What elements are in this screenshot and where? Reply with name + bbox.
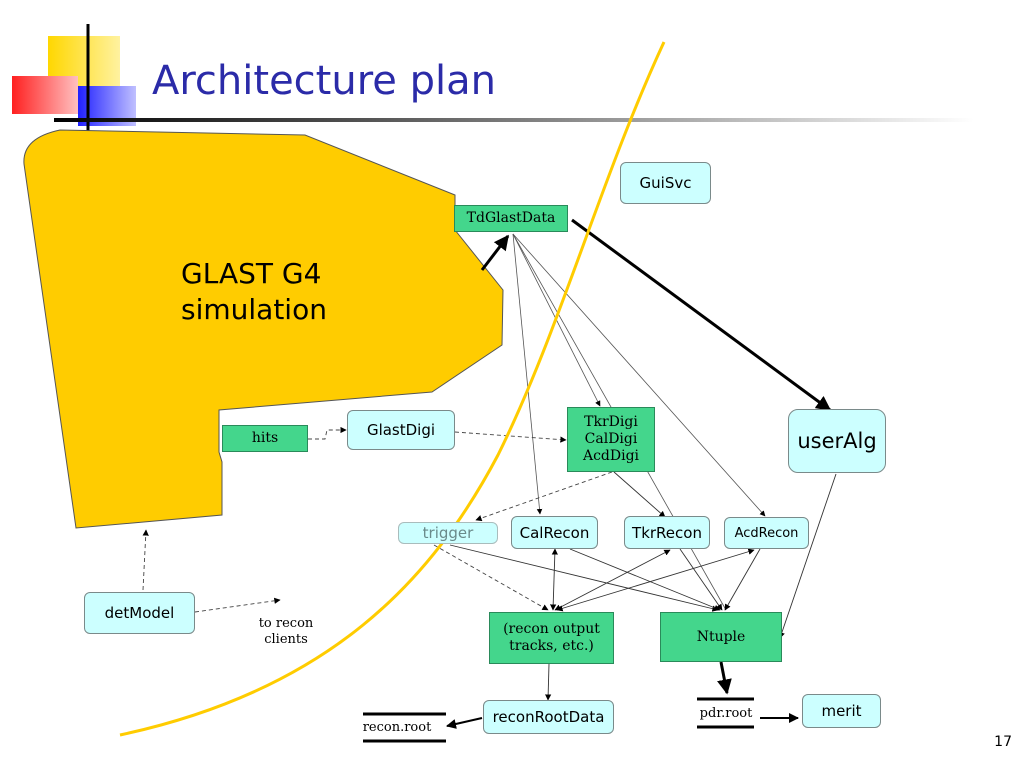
arrow-calrecon-to-ntuple xyxy=(569,548,721,611)
calrecon-box[interactable]: CalRecon xyxy=(511,516,598,549)
arrow-trigger-to-recon-output xyxy=(433,544,549,611)
title-decoration xyxy=(12,24,974,132)
arrow-tdglastdata-to-useralg xyxy=(571,218,832,412)
arrow-detmodel-to-recon-clients xyxy=(194,597,281,613)
hits-box[interactable]: hits xyxy=(222,425,308,452)
simulation-label: GLAST G4 simulation xyxy=(181,257,327,326)
arrow-useralg-to-ntuple xyxy=(778,473,837,639)
arrow-hits-to-glastdigi xyxy=(308,426,347,440)
arrow-glastdigi-to-digi xyxy=(454,431,567,443)
tkrrecon-box[interactable]: TkrRecon xyxy=(624,516,710,549)
divider-curve xyxy=(119,41,666,737)
digi-data-box[interactable]: TkrDigi CalDigi AcdDigi xyxy=(567,407,655,472)
slide-number: 17 xyxy=(994,734,1012,750)
reconrootdata-box[interactable]: reconRootData xyxy=(483,700,614,734)
pdr-root-label: pdr.root xyxy=(699,706,753,721)
trigger-box[interactable]: trigger xyxy=(398,522,498,544)
arrow-recon-output-to-acdrecon xyxy=(556,548,755,612)
guisvc-box[interactable]: GuiSvc xyxy=(620,162,711,204)
useralg-box[interactable]: userAlg xyxy=(788,409,886,473)
detmodel-box[interactable]: detModel xyxy=(84,592,195,634)
arrow-digi-to-trigger xyxy=(475,471,613,522)
arrow-ntuple-to-pdr-root xyxy=(717,661,732,695)
recon-root-label: recon.root xyxy=(362,720,432,735)
digi-tkr-label: TkrDigi xyxy=(584,414,638,430)
recon-output-line2: tracks, etc.) xyxy=(509,638,594,654)
glastdigi-box[interactable]: GlastDigi xyxy=(347,410,455,450)
ntuple-box[interactable]: Ntuple xyxy=(660,612,782,662)
slide-title: Architecture plan xyxy=(152,58,496,104)
arrow-acdrecon-to-ntuple xyxy=(724,548,761,611)
arrow-recon-output-to-calrecon xyxy=(550,548,558,611)
merit-box[interactable]: merit xyxy=(802,694,881,728)
arrow-digi-to-tkrrecon xyxy=(613,471,666,518)
digi-acd-label: AcdDigi xyxy=(582,448,640,464)
to-recon-clients-label: to recon clients xyxy=(258,616,314,647)
recon-output-box[interactable]: (recon output tracks, etc.) xyxy=(489,612,614,664)
tdglastdata-box[interactable]: TdGlastData xyxy=(454,205,568,232)
arrow-trigger-to-ntuple xyxy=(449,544,719,612)
arrow-recon-output-to-reconrootdata xyxy=(545,663,552,701)
arrow-reconrootdata-to-recon-root xyxy=(446,717,483,729)
arrow-detmodel-to-sim xyxy=(142,529,149,591)
simulation-block xyxy=(23,129,504,529)
arrow-recon-output-to-tkrrecon xyxy=(554,549,671,611)
acdrecon-box[interactable]: AcdRecon xyxy=(724,517,809,549)
digi-cal-label: CalDigi xyxy=(584,431,638,447)
recon-output-line1: (recon output xyxy=(503,621,600,637)
arrow-tkrrecon-to-ntuple xyxy=(679,548,723,611)
arrow-sim-to-tdglastdata xyxy=(480,234,510,271)
